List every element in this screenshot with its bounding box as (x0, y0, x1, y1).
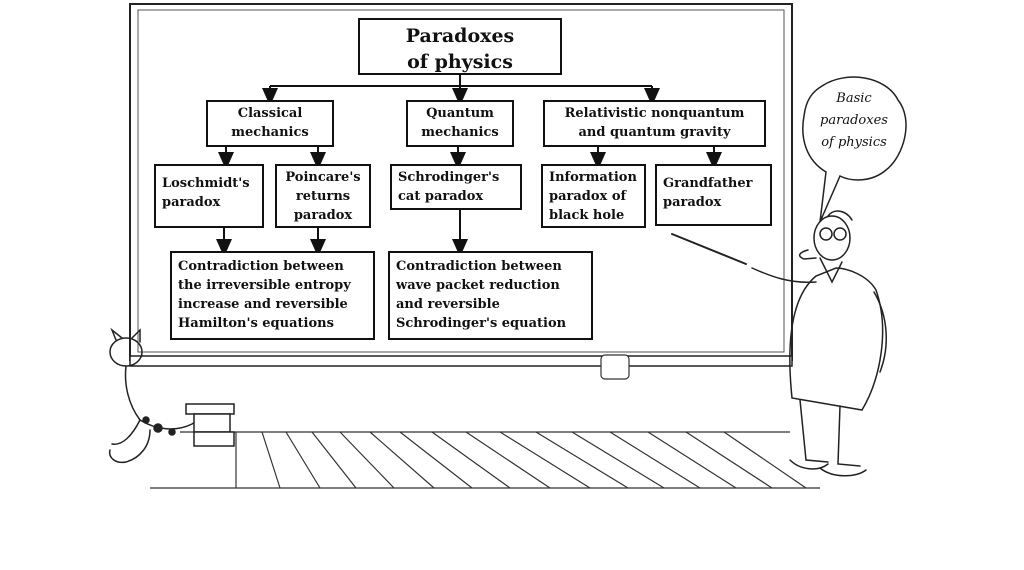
cat-illustration (108, 327, 235, 464)
paradox-node-poincare: Poincare's returns paradox (275, 164, 371, 228)
contradiction-node-quantum: Contradiction between wave packet reduct… (388, 251, 593, 340)
speech-bubble-text: Basic paradoxes of physics (820, 91, 888, 150)
paradox-node-schrodinger-cat: Schrodinger's cat paradox (390, 164, 522, 210)
branch-node-relativistic-gravity: Relativistic nonquantum and quantum grav… (543, 100, 766, 147)
paradox-node-grandfather: Grandfather paradox (655, 164, 772, 226)
paradox-node-loschmidt: Loschmidt's paradox (154, 164, 264, 228)
speech-bubble (802, 76, 907, 223)
branch-node-classical-mechanics: Classical mechanics (206, 100, 334, 147)
professor-illustration (671, 210, 887, 477)
connectors (216, 75, 722, 257)
contradiction-node-classical: Contradiction between the irreversible e… (170, 251, 375, 340)
floor (150, 431, 820, 489)
eraser-icon (600, 354, 630, 380)
root-node-paradoxes-of-physics: Paradoxes of physics (358, 18, 562, 75)
paradox-node-black-hole-information: Information paradox of black hole (541, 164, 646, 228)
branch-node-quantum-mechanics: Quantum mechanics (406, 100, 514, 147)
